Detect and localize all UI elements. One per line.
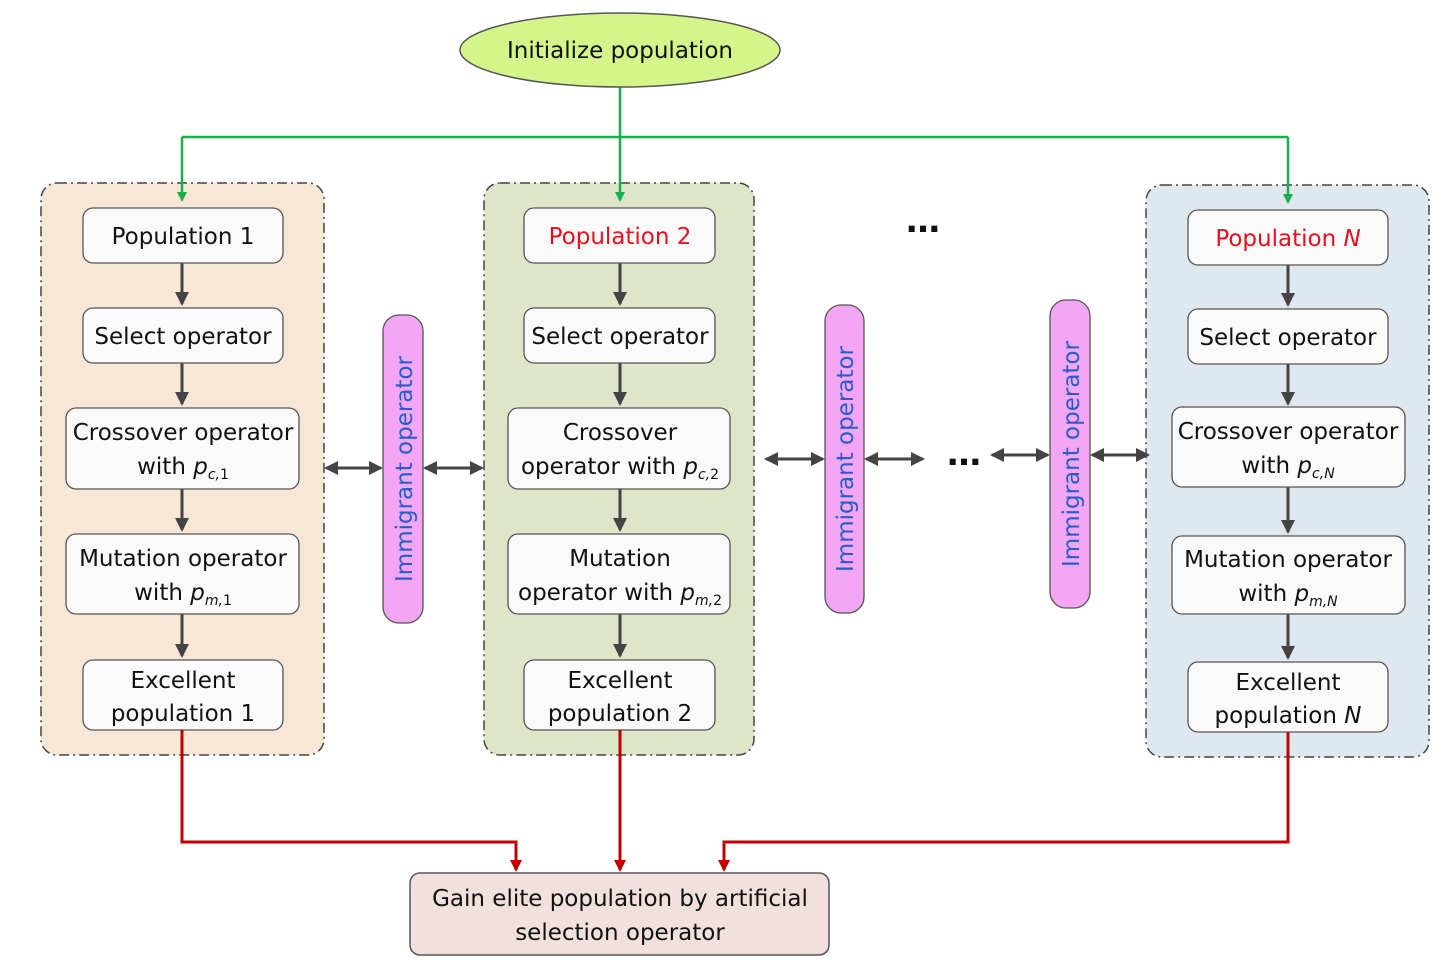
mutation-operator-n-box xyxy=(1171,535,1406,615)
mutation-operator-1-line1: Mutation operator xyxy=(79,546,287,572)
select-operator-2-box xyxy=(523,307,716,364)
select-operator-n-box xyxy=(1187,308,1389,365)
excellent-population-2-line1: Excellent xyxy=(567,668,672,694)
population-1-box xyxy=(82,207,284,264)
crossover-operator-n-line1: Crossover operator xyxy=(1178,419,1399,445)
crossover-operator-n-line2: with pc,N xyxy=(1241,453,1335,482)
excellent-population-1-line1: Excellent xyxy=(130,668,235,694)
crossover-operator-1-line2: with pc,1 xyxy=(137,454,229,483)
immigrant-operator-2: Immigrant operator xyxy=(824,304,865,614)
crossover-operator-2-line1: Crossover xyxy=(563,420,678,446)
column-2-boxes: Population 2 Select operator Crossover o… xyxy=(507,207,731,731)
excellent-population-n-line1: Excellent xyxy=(1235,670,1340,696)
population-1-label: Population 1 xyxy=(112,224,255,250)
select-operator-1-label: Select operator xyxy=(94,324,272,350)
population-n-label: Population N xyxy=(1215,226,1360,252)
select-operator-2-label: Select operator xyxy=(531,324,709,350)
column-flow-arrows xyxy=(175,263,1295,660)
immigrant-operator-3-label: Immigrant operator xyxy=(1059,340,1085,567)
population-n-box xyxy=(1187,209,1389,266)
migration-arrows xyxy=(324,448,1150,475)
crossover-operator-2-box xyxy=(507,407,731,490)
immigrant-operator-1: Immigrant operator xyxy=(382,314,424,624)
population-2-box xyxy=(523,207,716,264)
mutation-operator-n-line1: Mutation operator xyxy=(1184,547,1392,573)
crossover-operator-1-line1: Crossover operator xyxy=(73,420,294,446)
population-2-label: Population 2 xyxy=(549,224,692,250)
excellent-population-1-line2: population 1 xyxy=(111,701,255,727)
column-n-boxes: Population N Select operator Crossover o… xyxy=(1171,209,1406,733)
immigrant-operator-1-label: Immigrant operator xyxy=(392,355,418,582)
elite-population-line2: selection operator xyxy=(515,920,725,946)
mutation-operator-1-line2: with pm,1 xyxy=(134,580,232,609)
crossover-operator-n-box xyxy=(1171,406,1406,488)
ellipsis-middle: … xyxy=(947,434,981,474)
initialize-population-node: Initialize population xyxy=(459,12,781,88)
mutation-operator-n-line2: with pm,N xyxy=(1238,581,1338,610)
select-operator-n-label: Select operator xyxy=(1199,325,1377,351)
mutation-operator-2-box xyxy=(507,533,731,615)
mutation-operator-2-line1: Mutation xyxy=(569,546,671,572)
mutation-operator-1-box xyxy=(65,533,300,615)
select-operator-1-box xyxy=(82,307,284,364)
immigrant-operator-2-label: Immigrant operator xyxy=(833,345,859,572)
ellipsis-top: … xyxy=(906,201,940,241)
crossover-operator-1-box xyxy=(65,407,300,490)
mutation-operator-2-line2: operator with pm,2 xyxy=(518,580,722,609)
red-collection-arrows xyxy=(180,730,1290,872)
green-distribution-arrows xyxy=(177,86,1293,204)
excellent-population-2-line2: population 2 xyxy=(548,701,692,727)
elite-population-line1: Gain elite population by artificial xyxy=(432,886,808,912)
initialize-population-label: Initialize population xyxy=(507,38,733,64)
crossover-operator-2-line2: operator with pc,2 xyxy=(521,454,719,483)
elite-population-node: Gain elite population by artificial sele… xyxy=(409,872,830,956)
immigrant-operator-3: Immigrant operator xyxy=(1049,299,1091,609)
excellent-population-n-line2: population N xyxy=(1215,703,1362,729)
column-1-boxes: Population 1 Select operator Crossover o… xyxy=(65,207,300,731)
